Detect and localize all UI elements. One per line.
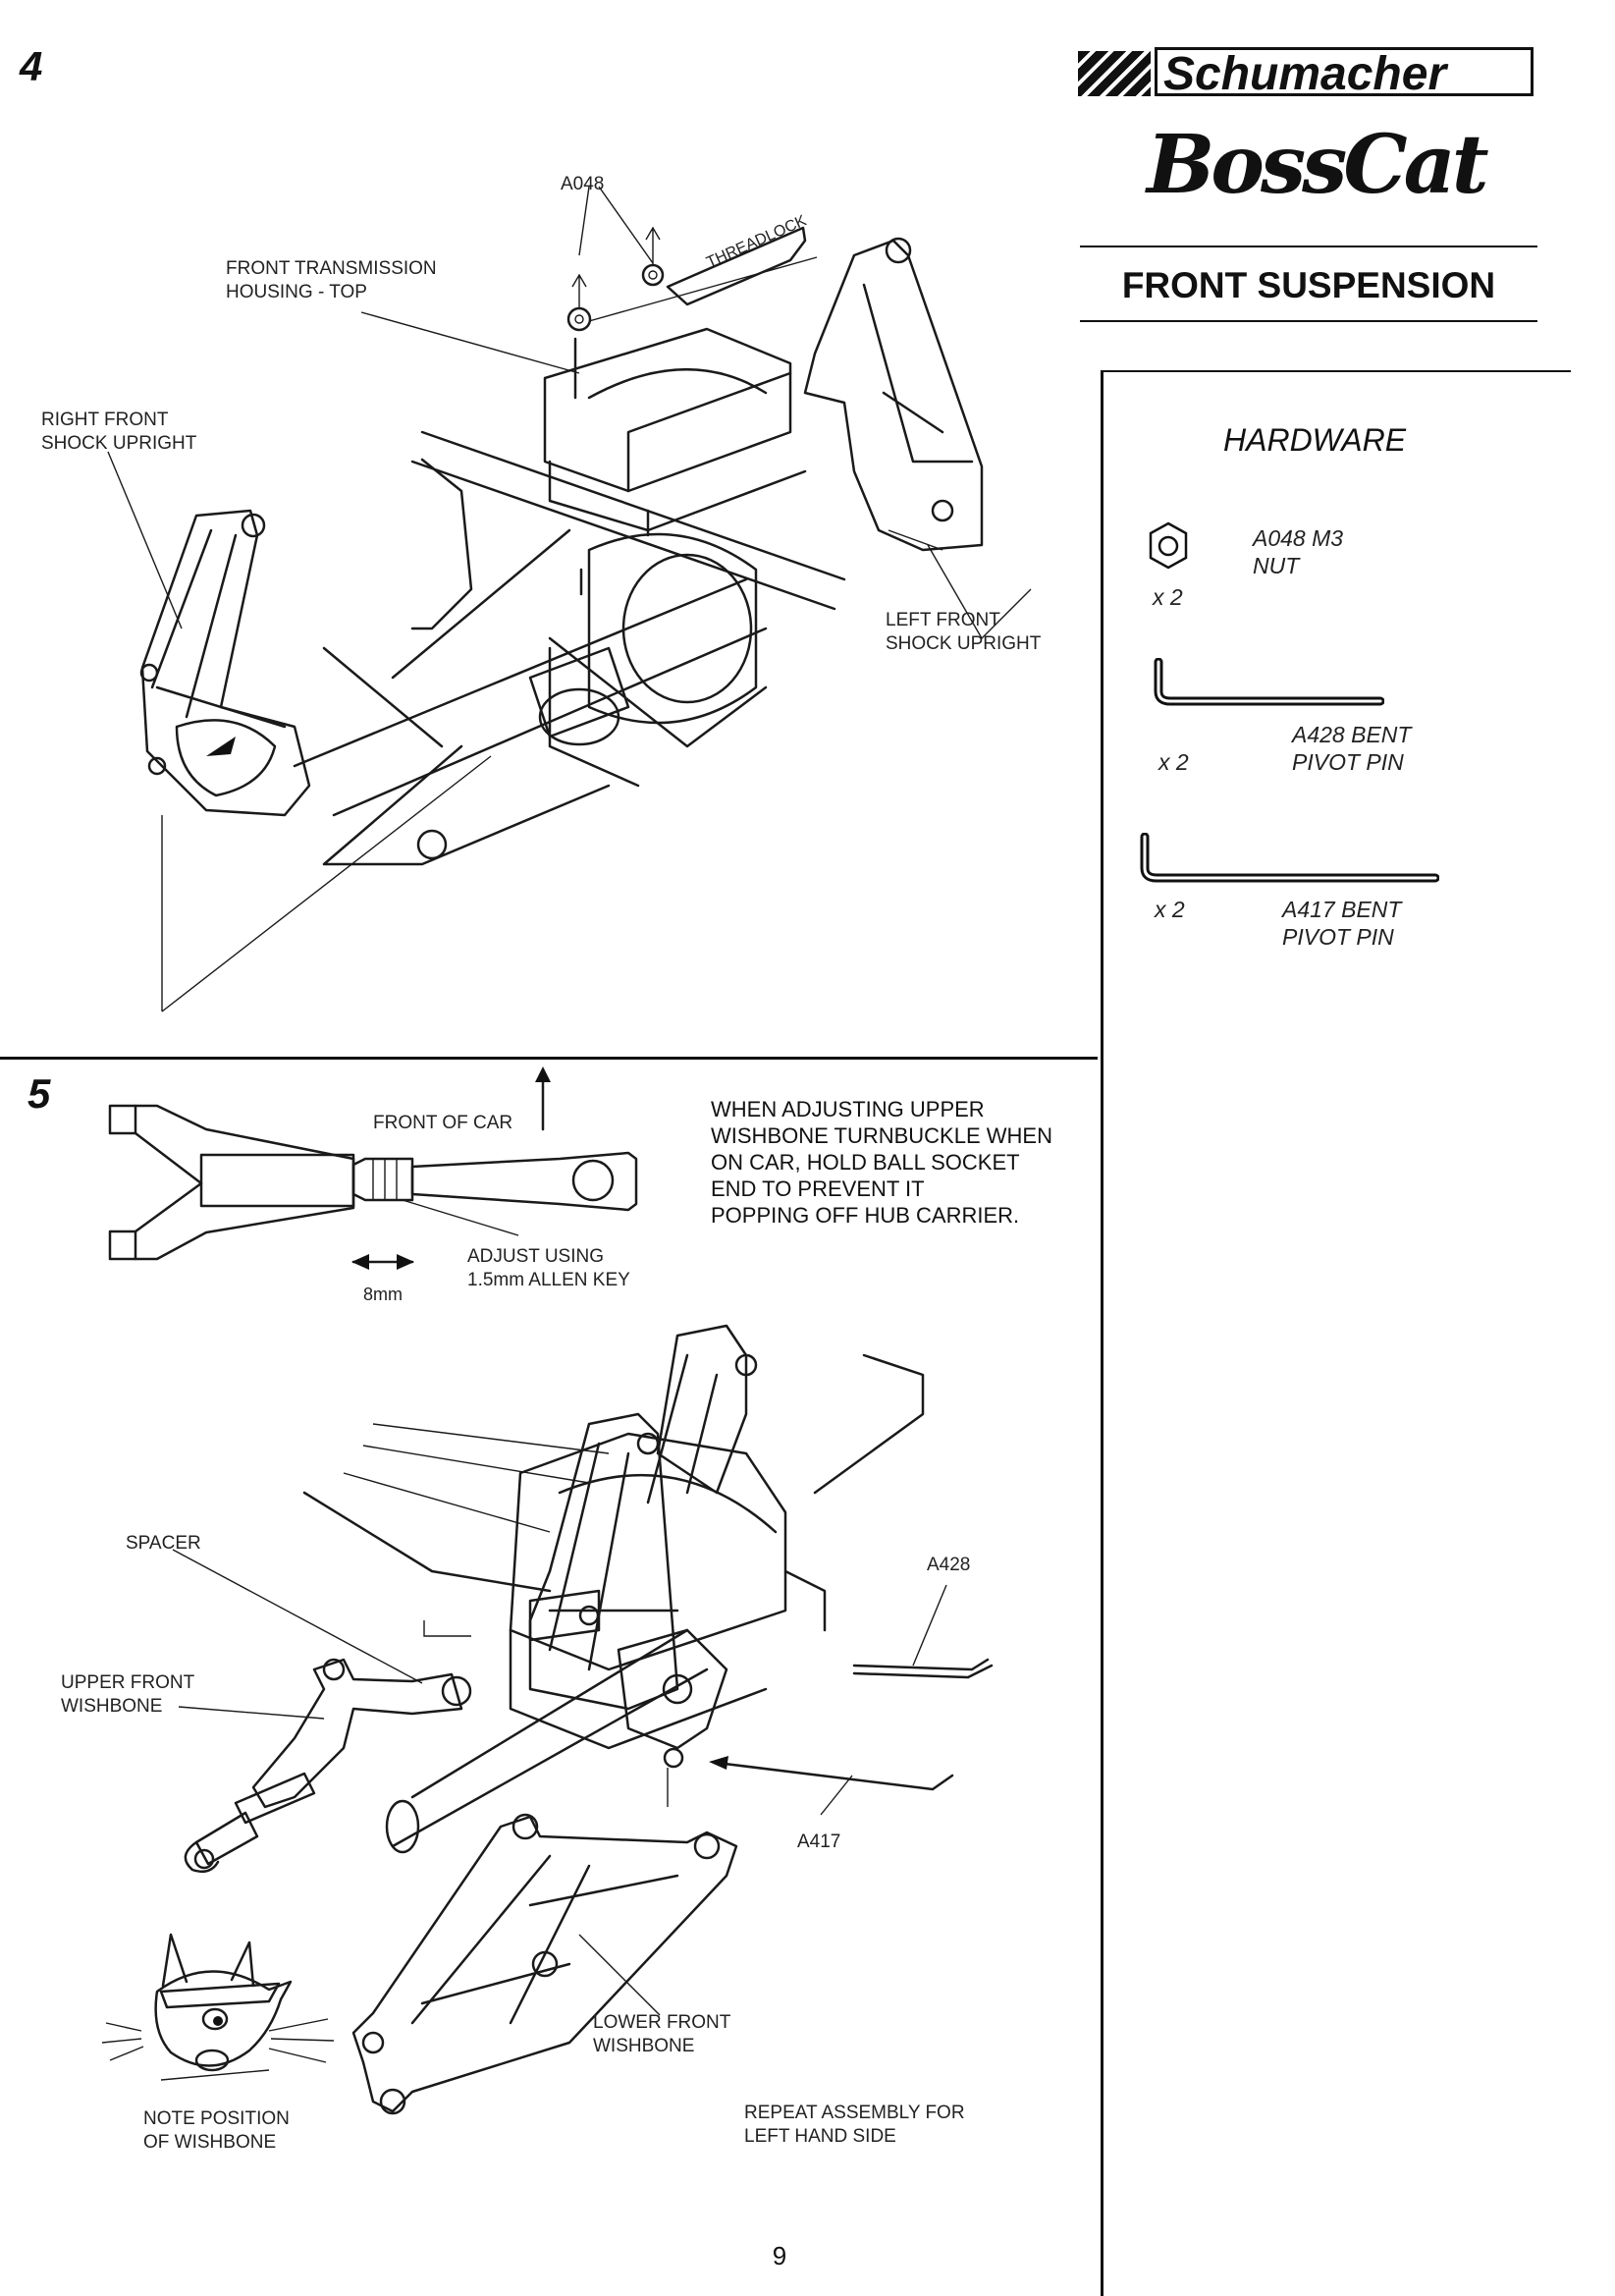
title-rule-top	[1080, 246, 1537, 247]
hardware-item-qty-a428: x 2	[1158, 749, 1189, 775]
label-left-front-shock-upright: LEFT FRONT SHOCK UPRIGHT	[886, 610, 1042, 654]
turnbuckle-detail-diagram	[108, 1066, 638, 1270]
step-divider	[0, 1057, 1098, 1060]
brand-stripes-icon	[1078, 51, 1151, 96]
step-4-number: 4	[20, 43, 43, 89]
brand-name: Schumacher	[1155, 47, 1534, 99]
hardware-panel-top-border	[1102, 370, 1571, 372]
label-front-of-car: FRONT OF CAR	[373, 1113, 513, 1133]
section-title: FRONT SUSPENSION	[1121, 265, 1496, 305]
title-rule-bottom	[1080, 320, 1537, 322]
page-number: 9	[772, 2241, 787, 2270]
label-a428: A428	[927, 1555, 971, 1575]
label-right-front-shock-upright: RIGHT FRONT SHOCK UPRIGHT	[41, 410, 197, 454]
hardware-item-name-a048: A048 M3 NUT	[1253, 525, 1344, 578]
bent-pin-icon	[1154, 658, 1384, 706]
label-8mm: 8mm	[363, 1285, 403, 1304]
hardware-item-name-a428: A428 BENT PIVOT PIN	[1292, 722, 1412, 775]
step-4-exploded-diagram	[107, 186, 1032, 1012]
hardware-item-qty-a417: x 2	[1155, 897, 1185, 922]
label-a417: A417	[797, 1831, 841, 1852]
turnbuckle-note: WHEN ADJUSTING UPPER WISHBONE TURNBUCKLE…	[711, 1097, 1052, 1228]
label-note-position-of-wishbone: NOTE POSITION OF WISHBONE	[143, 2108, 290, 2153]
brand-logo: Schumacher	[1078, 43, 1539, 102]
step-5-assembly-diagram	[172, 1324, 994, 2115]
nut-icon	[1149, 521, 1188, 570]
label-a048: A048	[561, 174, 605, 194]
bent-pin-icon	[1140, 833, 1439, 883]
hardware-panel-left-border	[1101, 370, 1104, 2296]
label-lower-front-wishbone: LOWER FRONT WISHBONE	[593, 2012, 731, 2056]
hardware-item-qty-a048: x 2	[1153, 584, 1183, 610]
step-5-number: 5	[27, 1070, 51, 1117]
hardware-title: HARDWARE	[1223, 422, 1407, 458]
label-adjust-allen-key: ADJUST USING 1.5mm ALLEN KEY	[467, 1246, 630, 1290]
label-upper-front-wishbone: UPPER FRONT WISHBONE	[61, 1672, 195, 1717]
label-front-transmission-housing-top: FRONT TRANSMISSION HOUSING - TOP	[226, 258, 437, 302]
hardware-item-name-a417: A417 BENT PIVOT PIN	[1282, 897, 1402, 950]
cat-mascot-icon	[102, 1933, 335, 2081]
model-logo: BossCat	[1147, 118, 1489, 212]
label-repeat-assembly: REPEAT ASSEMBLY FOR LEFT HAND SIDE	[744, 2103, 965, 2147]
label-spacer: SPACER	[126, 1533, 201, 1554]
